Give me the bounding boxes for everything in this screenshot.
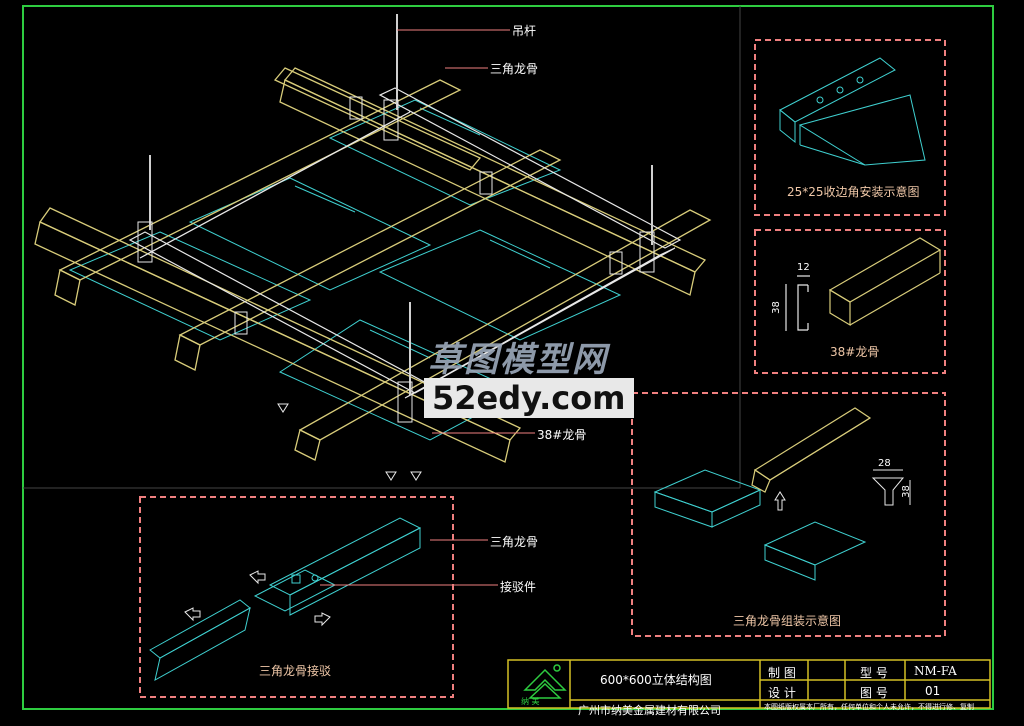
watermark-url: 52edy.com [424, 378, 634, 418]
keel38-label: 38#龙骨 [537, 428, 587, 442]
splice-caption: 三角龙骨接驳 [259, 664, 332, 678]
logo-text: 纳 美 [521, 697, 540, 706]
drawn-label: 制 图 [768, 666, 796, 680]
keel38-caption: 38#龙骨 [830, 345, 880, 359]
title-block [507, 659, 991, 709]
watermark-title: 草图模型网 [428, 340, 608, 380]
splice-detail-box [139, 496, 454, 698]
connector-label: 接驳件 [500, 580, 537, 594]
drawing-no-label: 图 号 [860, 686, 888, 700]
keel38-detail-box [754, 229, 946, 374]
splice-triangle-keel-label: 三角龙骨 [490, 535, 539, 549]
assembly-detail-box [631, 392, 946, 637]
company-name: 广州市纳美金属建材有限公司 [578, 704, 721, 717]
main-isometric-view [34, 14, 712, 481]
copyright-note: 本图纸版权属本厂所有，任何单位和个人未允许，不得进行修、复制 [764, 703, 974, 711]
hanger-label: 吊杆 [512, 24, 537, 38]
corner-caption: 25*25收边角安装示意图 [787, 185, 920, 199]
assembly-caption: 三角龙骨组装示意图 [733, 614, 842, 628]
corner-detail-box [754, 39, 946, 216]
tri-width-dim: 28 [878, 458, 891, 469]
tri-height-dim: 38 [900, 485, 912, 498]
company-logo [523, 664, 567, 699]
drawing-title: 600*600立体结构图 [600, 673, 712, 687]
drawing-frame [22, 5, 994, 710]
keel38-height-dim: 38 [770, 301, 782, 314]
design-label: 设 计 [768, 686, 796, 700]
keel38-width-dim: 12 [797, 262, 810, 273]
drawing-no-value: 01 [925, 684, 941, 698]
triangle-keel-label: 三角龙骨 [490, 62, 539, 76]
model-label: 型 号 [860, 666, 888, 680]
model-value: NM-FA [914, 664, 957, 678]
